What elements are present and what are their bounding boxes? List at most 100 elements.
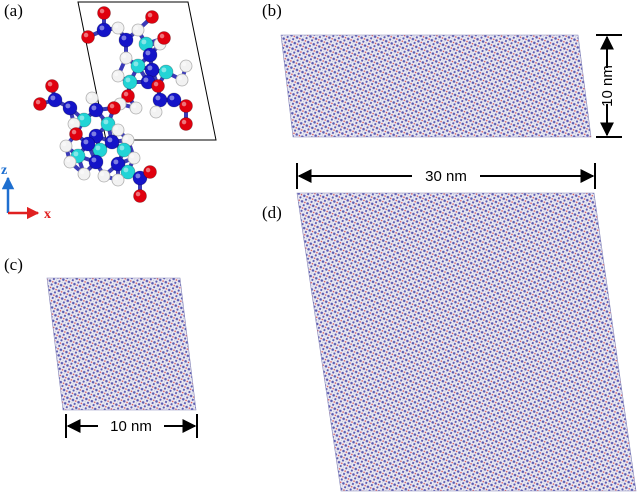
atom [111, 173, 125, 187]
atom-highlight [145, 167, 151, 173]
atom-highlight [83, 139, 89, 145]
atom [133, 189, 147, 203]
atom [33, 97, 47, 111]
atom-highlight [169, 95, 175, 101]
atom-highlight [181, 119, 187, 125]
atom [120, 164, 136, 180]
atom [80, 136, 96, 152]
atom-highlight [113, 159, 119, 165]
atom [166, 92, 182, 108]
atom [158, 64, 174, 80]
atom-highlight [125, 77, 131, 83]
atom-highlight [91, 131, 97, 137]
x-axis-label: x [44, 207, 51, 222]
atom-highlight [80, 170, 85, 175]
panel-c: (c) 10 nm [4, 255, 198, 438]
atom [145, 10, 159, 24]
atom-highlight [66, 158, 71, 163]
atom-highlight [114, 24, 119, 29]
atom [62, 100, 78, 116]
z-axis-label: z [1, 163, 7, 178]
atom [143, 165, 157, 179]
atom [179, 99, 193, 113]
atom-highlight [161, 67, 167, 73]
width-dim-label-b: 30 nm [425, 168, 467, 185]
atom-highlight [153, 81, 159, 87]
atom-highlight [50, 95, 56, 101]
panel-b: (b) 10 nm 30 nm [262, 1, 622, 189]
atom-highlight [134, 26, 139, 31]
atom [110, 156, 126, 172]
atom-highlight [114, 176, 119, 181]
atom [69, 127, 83, 141]
atom [131, 23, 145, 37]
atom [121, 89, 135, 103]
atom [118, 32, 134, 48]
atom [142, 47, 158, 63]
atom-highlight [99, 8, 105, 14]
panel-a-label: (a) [4, 1, 23, 20]
atom-highlight [114, 126, 119, 131]
atom [119, 51, 133, 65]
atom-highlight [88, 94, 93, 99]
atom-highlight [181, 101, 187, 107]
atom-highlight [121, 35, 127, 41]
crystal-slab-c [46, 277, 197, 411]
atom [129, 101, 143, 115]
atom-highlight [145, 50, 151, 56]
atom [179, 59, 193, 73]
atom-highlight [47, 81, 53, 87]
atom-highlight [107, 137, 113, 143]
atom-highlight [35, 99, 41, 105]
atom [122, 74, 138, 90]
atom [111, 123, 125, 137]
atom [104, 134, 120, 150]
atom-highlight [73, 151, 79, 157]
atom [107, 101, 121, 115]
atom-highlight [159, 33, 165, 39]
atom-highlight [178, 76, 183, 81]
atom-highlight [114, 72, 119, 77]
atom-highlight [119, 145, 125, 151]
atom-highlight [99, 25, 105, 31]
atom [116, 142, 132, 158]
atom-highlight [62, 142, 67, 147]
atom-highlight [155, 95, 161, 101]
atom-highlight [100, 172, 105, 177]
atom-highlight [65, 103, 71, 109]
atom-highlight [135, 173, 141, 179]
atom-highlight [124, 136, 129, 141]
panel-b-label: (b) [262, 1, 282, 20]
atom-highlight [152, 108, 157, 113]
atom [130, 58, 146, 74]
panel-a: (a) [4, 1, 217, 203]
atom-highlight [143, 77, 149, 83]
atom-highlight [135, 191, 141, 197]
atom [151, 79, 165, 93]
atom [179, 117, 193, 131]
atom [152, 92, 168, 108]
panel-d-label: (d) [262, 203, 282, 222]
atom [97, 6, 111, 20]
atom [175, 73, 189, 87]
atom [63, 155, 77, 169]
atom [45, 79, 59, 93]
atom [88, 154, 104, 170]
atom-highlight [123, 91, 129, 97]
atom-highlight [79, 115, 85, 121]
molecule-structure [33, 6, 193, 203]
atom [149, 105, 163, 119]
height-dim-label: 10 nm [599, 65, 616, 107]
atom-highlight [109, 103, 115, 109]
atom-highlight [71, 129, 77, 135]
atom [111, 69, 125, 83]
atom-highlight [83, 32, 89, 38]
atom [100, 116, 116, 132]
atom [97, 169, 111, 183]
atom [127, 151, 141, 165]
atom [111, 21, 125, 35]
atom-highlight [133, 61, 139, 67]
atom-highlight [182, 62, 187, 67]
crystal-slab-d [296, 192, 637, 492]
atom-highlight [103, 119, 109, 125]
